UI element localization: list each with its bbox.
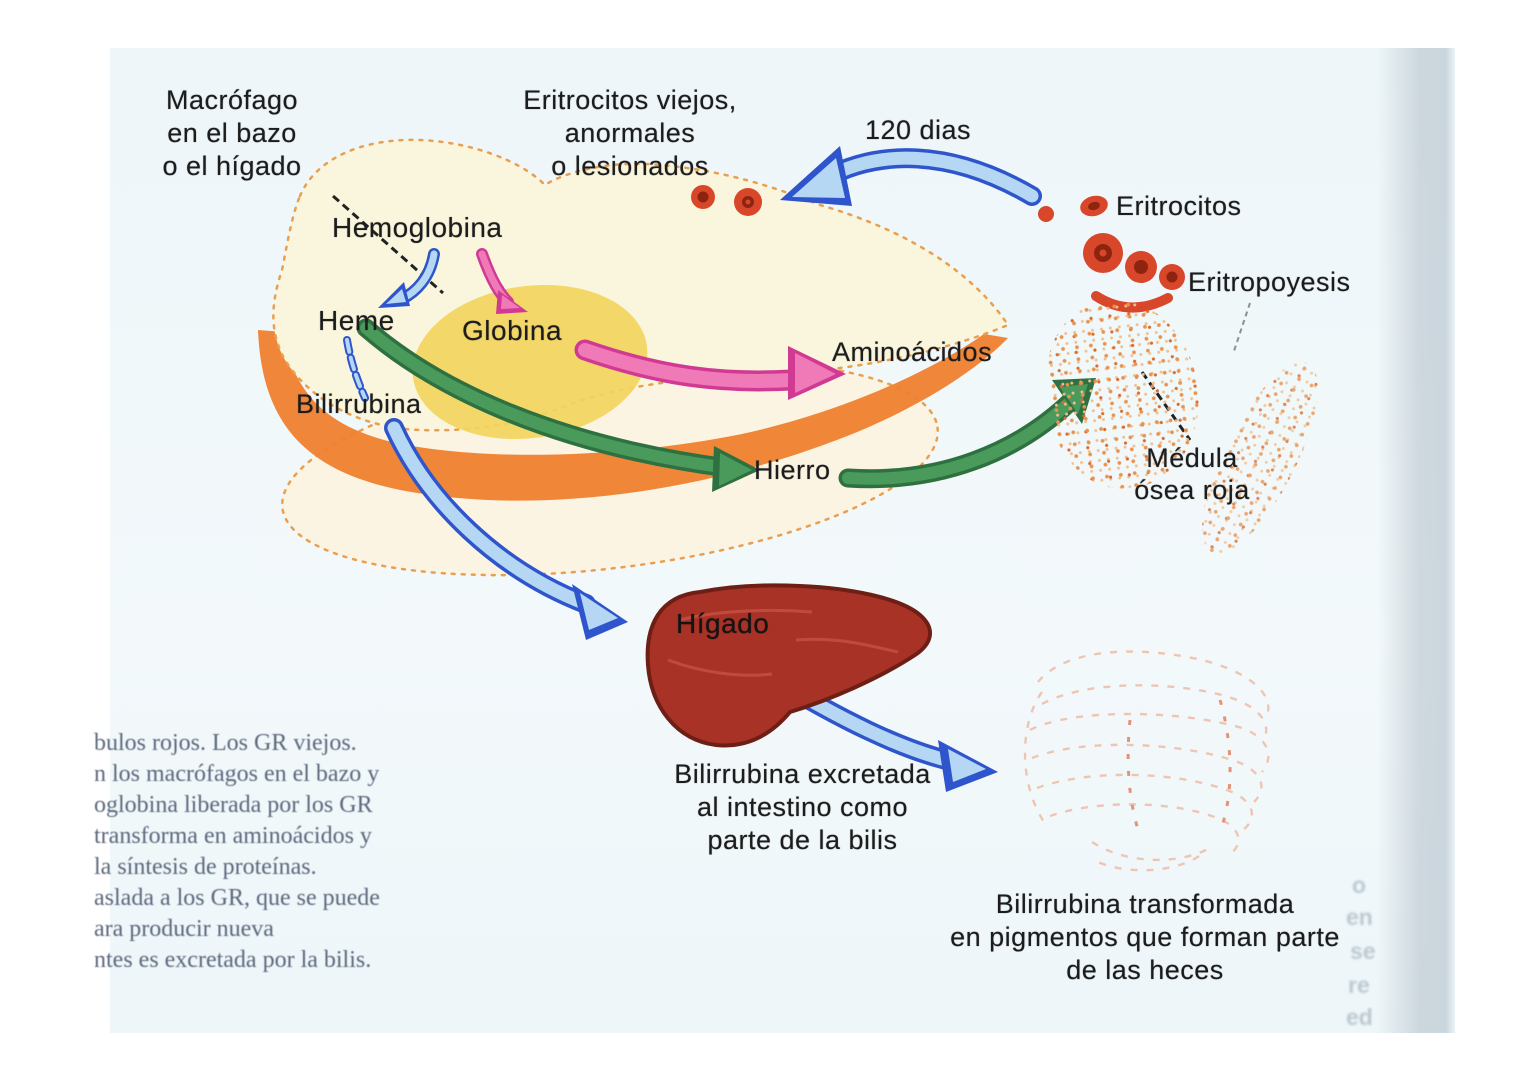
label-liver: Hígado bbox=[676, 608, 770, 639]
paragraph-line: n los macrófagos en el bazo y bbox=[94, 761, 380, 787]
label-red-bone-marrow: Médula ósea roja bbox=[1134, 443, 1250, 505]
paragraph-line: ara producir nueva bbox=[94, 916, 274, 942]
label-iron: Hierro bbox=[754, 455, 831, 485]
label-bilirubin-excreted: Bilirrubina excretada al intestino como … bbox=[674, 759, 931, 855]
paragraph-line: oglobina liberada por los GR bbox=[94, 792, 373, 818]
side-paragraph: bulos rojos. Los GR viejos. n los macróf… bbox=[94, 728, 484, 976]
ghost-bleed-text: re bbox=[1348, 972, 1370, 998]
arrow-bilirubin-to-liver bbox=[384, 418, 628, 640]
label-old-erythrocytes: Eritrocitos viejos, anormales o lesionad… bbox=[523, 85, 737, 181]
arrow-heme-to-iron bbox=[356, 318, 760, 492]
arrow-120-days bbox=[780, 146, 1042, 206]
label-120-days: 120 dias bbox=[864, 115, 972, 145]
erythropoiesis-tick-line bbox=[1232, 302, 1251, 355]
label-bilirubin: Bilirrubina bbox=[296, 389, 422, 419]
paragraph-line: transforma en aminoácidos y bbox=[94, 823, 372, 849]
label-bilirubin-transformed: Bilirrubina transformada en pigmentos qu… bbox=[950, 889, 1340, 985]
arrow-heme-to-bilirubin bbox=[343, 336, 369, 402]
paragraph-line: ntes es excretada por la bilis. bbox=[94, 947, 372, 973]
liver-illustration bbox=[645, 583, 932, 748]
red-blood-cells-on-macrophage bbox=[691, 185, 762, 216]
label-erythrocytes: Eritrocitos bbox=[1116, 191, 1242, 221]
ghost-bleed-text: se bbox=[1350, 938, 1376, 964]
macrophage-ribbon bbox=[258, 330, 1008, 501]
paragraph-line: aslada a los GR, que se puede bbox=[94, 885, 380, 911]
ghost-bleed-text: ed bbox=[1346, 1004, 1373, 1030]
paragraph-line: la síntesis de proteínas. bbox=[94, 854, 317, 880]
arrow-hemoglobin-to-heme bbox=[378, 248, 440, 308]
intestine-illustration bbox=[1023, 650, 1270, 872]
page-edge-shadow bbox=[1377, 48, 1455, 1033]
ghost-bleed-text: en bbox=[1346, 904, 1373, 930]
label-heme: Heme bbox=[318, 305, 395, 336]
label-amino-acids: Aminoácidos bbox=[832, 337, 993, 367]
ghost-bleed-text: o bbox=[1352, 872, 1367, 898]
label-erythropoiesis: Eritropoyesis bbox=[1188, 267, 1351, 297]
erythrocyte-cluster bbox=[1038, 195, 1185, 313]
label-macrophage: Macrófago en el bazo o el hígado bbox=[162, 85, 302, 181]
arrow-hemoglobin-to-globin bbox=[476, 248, 528, 314]
arrow-globin-to-amino-acids bbox=[574, 339, 846, 400]
label-globin: Globina bbox=[462, 315, 563, 346]
paragraph-line: bulos rojos. Los GR viejos. bbox=[94, 730, 357, 756]
label-hemoglobin: Hemoglobina bbox=[332, 212, 503, 243]
